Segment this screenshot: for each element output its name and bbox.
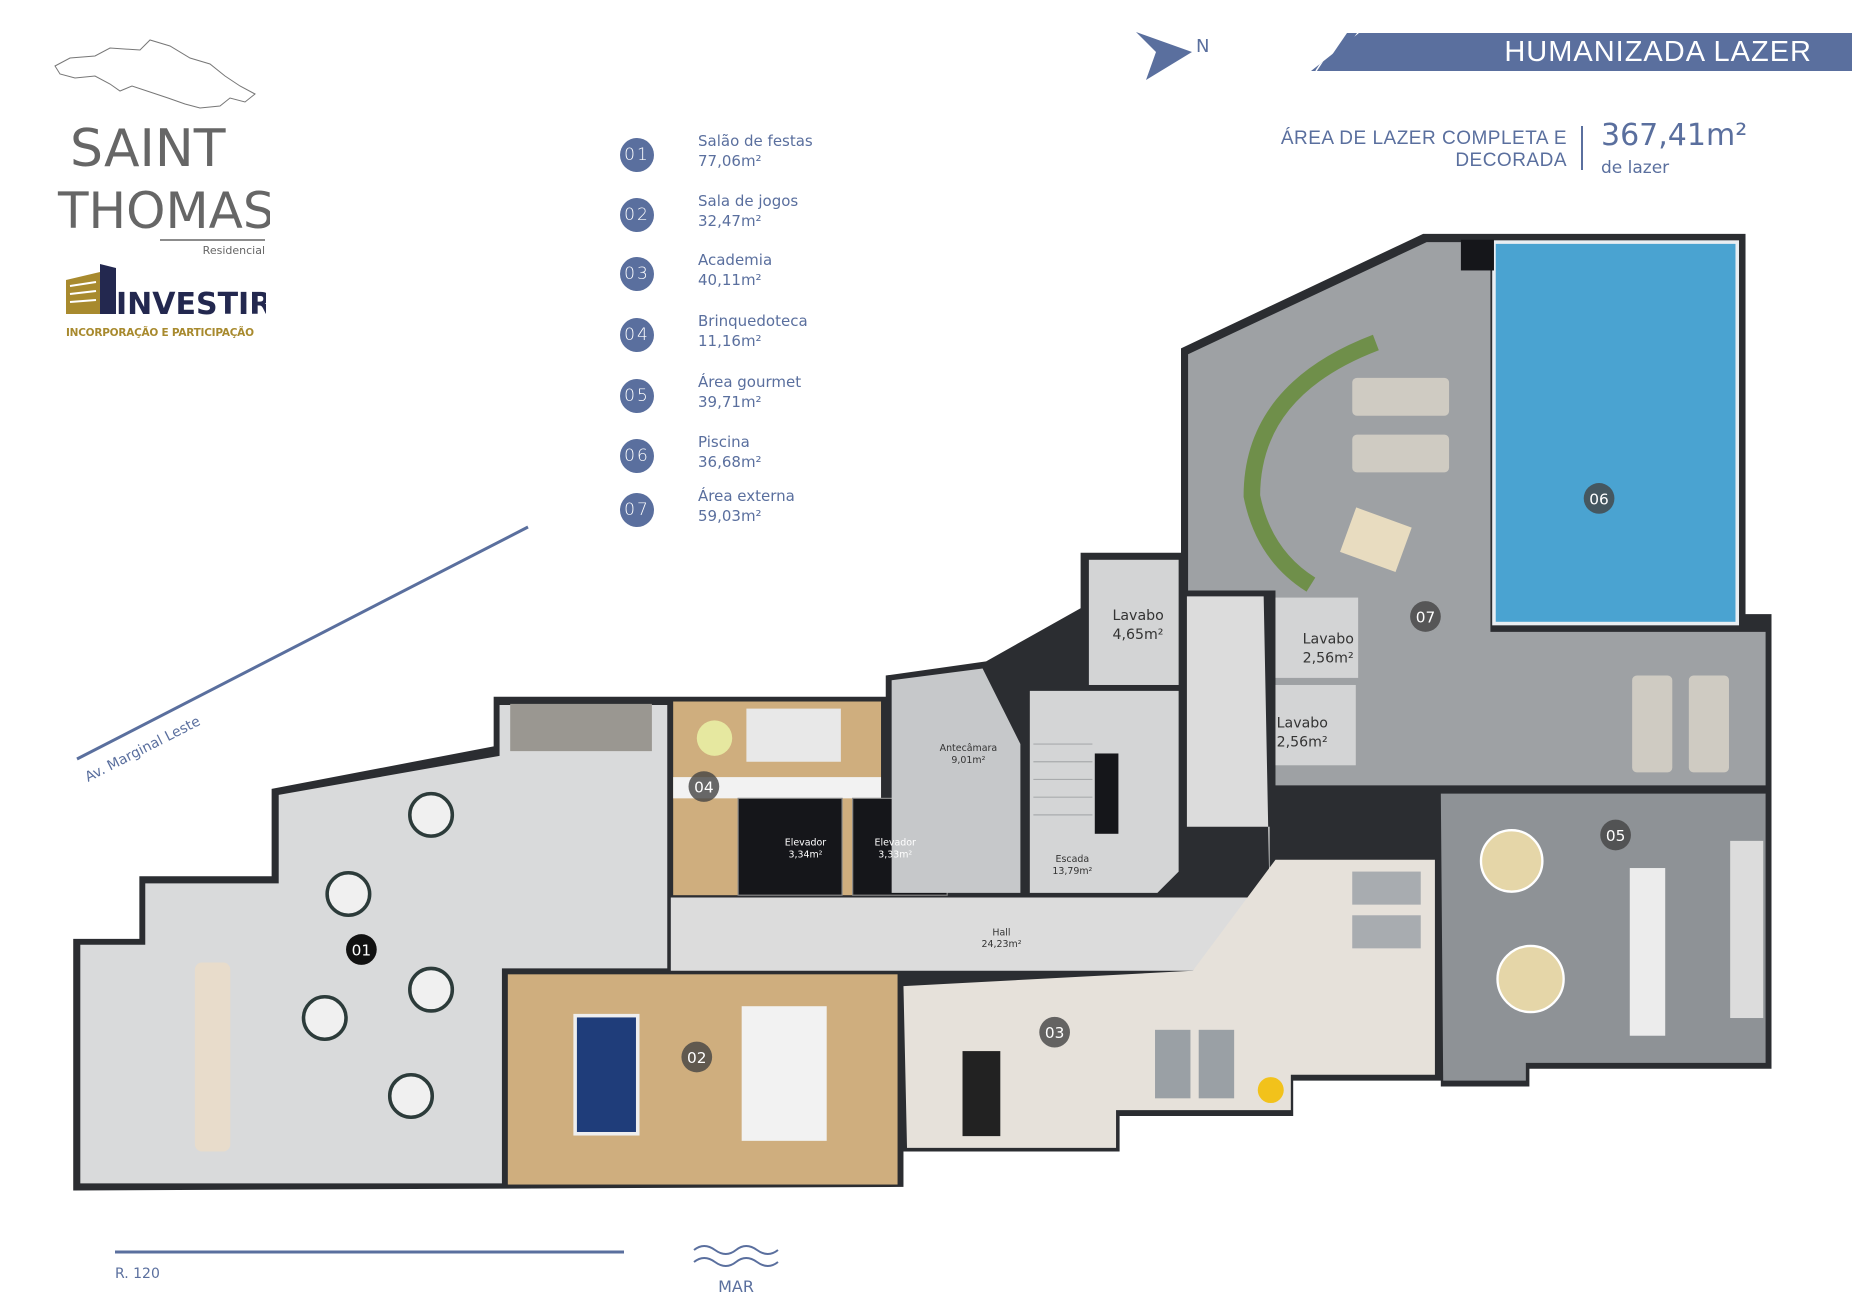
legend-number: 05 — [620, 379, 654, 413]
brand-name-line2: THOMAS — [57, 182, 270, 240]
gourmet-counter — [1629, 868, 1666, 1036]
investir-logo: INVESTIR INCORPORAÇÃO E PARTICIPAÇÃO — [66, 262, 272, 342]
brand-name-line1: SAINT — [70, 119, 226, 179]
label-elevador2-name: Elevador — [874, 838, 916, 849]
legend-area: 77,06m² — [698, 152, 762, 170]
subtitle: ÁREA DE LAZER COMPLETA E DECORADA — [1281, 128, 1567, 172]
legend-area: 40,11m² — [698, 271, 762, 289]
label-hall-area: 24,23m² — [981, 939, 1021, 950]
elevator-1 — [737, 797, 843, 896]
room-hall — [670, 596, 1270, 971]
north-compass: N — [1134, 30, 1214, 85]
label-lavabo3-name: Lavabo — [1277, 715, 1328, 731]
legend-number: 04 — [620, 318, 654, 352]
north-label: N — [1196, 36, 1209, 57]
legend-area: 59,03m² — [698, 507, 762, 525]
ping-pong-table — [741, 1006, 827, 1141]
legend-area: 36,68m² — [698, 453, 762, 471]
counter — [673, 777, 882, 799]
legend-area: 32,47m² — [698, 212, 762, 230]
brand-tagline: Residencial — [203, 244, 265, 257]
label-hall-name: Hall — [992, 927, 1010, 938]
pool-equipment — [1460, 239, 1494, 271]
room-labels: Lavabo 4,65m² Lavabo 2,56m² Lavabo 2,56m… — [785, 608, 1354, 950]
subtitle-line1: ÁREA DE LAZER COMPLETA E — [1280, 128, 1567, 149]
saint-thomas-logo: SAINT THOMAS Residencial — [50, 36, 275, 258]
page-title: HUMANIZADA LAZER — [1504, 36, 1812, 68]
stair-core — [1094, 753, 1119, 834]
legend-area: 39,71m² — [698, 393, 762, 411]
label-elevador1-area: 3,34m² — [788, 849, 822, 860]
marker-01: 01 — [352, 941, 372, 959]
developer-name: INVESTIR — [116, 287, 266, 322]
legend-name: Salão de festas — [698, 132, 813, 150]
label-elevador1-name: Elevador — [785, 838, 827, 849]
marker-06: 06 — [1589, 490, 1609, 508]
room-lavabo-2 — [1275, 597, 1359, 678]
label-antecamara-area: 9,01m² — [951, 755, 985, 766]
room-markers: 01 02 03 04 05 06 07 — [346, 483, 1631, 1073]
label-escada-area: 13,79m² — [1052, 866, 1092, 877]
rug — [746, 708, 841, 762]
marker-04: 04 — [694, 778, 714, 796]
label-lavabo1-name: Lavabo — [1113, 608, 1164, 624]
label-antecamara-name: Antecâmara — [940, 743, 998, 754]
wave-icon — [693, 1245, 779, 1267]
marker-03: 03 — [1045, 1024, 1065, 1042]
legend-number: 06 — [620, 439, 654, 473]
legend-name: Piscina — [698, 433, 750, 451]
divider — [1581, 126, 1583, 170]
label-lavabo1-area: 4,65m² — [1113, 627, 1164, 643]
room-sala-de-jogos — [507, 974, 898, 1185]
title-banner: HUMANIZADA LAZER — [1311, 33, 1852, 71]
label-lavabo3-area: 2,56m² — [1277, 734, 1328, 750]
total-area-label: de lazer — [1601, 158, 1670, 178]
bar-counter — [194, 962, 231, 1152]
label-escada-name: Escada — [1056, 854, 1090, 865]
pool — [1492, 240, 1740, 626]
marker-02: 02 — [687, 1049, 707, 1067]
legend-number: 07 — [620, 493, 654, 527]
street-label-bottom: R. 120 — [115, 1266, 160, 1282]
furniture — [194, 334, 1729, 1152]
kitchen-counter — [1730, 840, 1764, 1019]
legend-area: 11,16m² — [698, 332, 762, 350]
room-lavabo-1 — [1088, 559, 1179, 685]
developer-tagline: INCORPORAÇÃO E PARTICIPAÇÃO — [66, 326, 254, 339]
pool-table — [573, 1013, 640, 1136]
room-lavabo-3 — [1275, 684, 1356, 766]
room-academia — [903, 859, 1435, 1148]
label-elevador2-area: 3,33m² — [878, 849, 912, 860]
sofa — [510, 703, 652, 752]
legend-name: Sala de jogos — [698, 192, 799, 210]
legend-name: Brinquedoteca — [698, 312, 808, 330]
legend-number: 01 — [620, 138, 654, 172]
subtitle-line2: DECORADA — [1455, 150, 1567, 171]
marker-05: 05 — [1606, 827, 1626, 845]
marker-07: 07 — [1416, 608, 1436, 626]
island-outline-icon: SAINT THOMAS Residencial — [54, 39, 275, 257]
label-lavabo2-name: Lavabo — [1303, 632, 1354, 648]
north-arrow-icon: N — [1136, 32, 1209, 80]
legend-name: Área externa — [698, 487, 795, 505]
legend-number: 02 — [620, 198, 654, 232]
legend-name: Academia — [698, 251, 773, 269]
banner-stripes — [1311, 33, 1371, 71]
label-lavabo2-area: 2,56m² — [1303, 651, 1354, 667]
room-antecamara — [891, 668, 1021, 893]
total-area: 367,41m² — [1601, 118, 1748, 153]
sea-label: MAR — [718, 1277, 754, 1296]
legend-number: 03 — [620, 257, 654, 291]
legend-name: Área gourmet — [698, 373, 802, 391]
street-line — [76, 525, 529, 761]
